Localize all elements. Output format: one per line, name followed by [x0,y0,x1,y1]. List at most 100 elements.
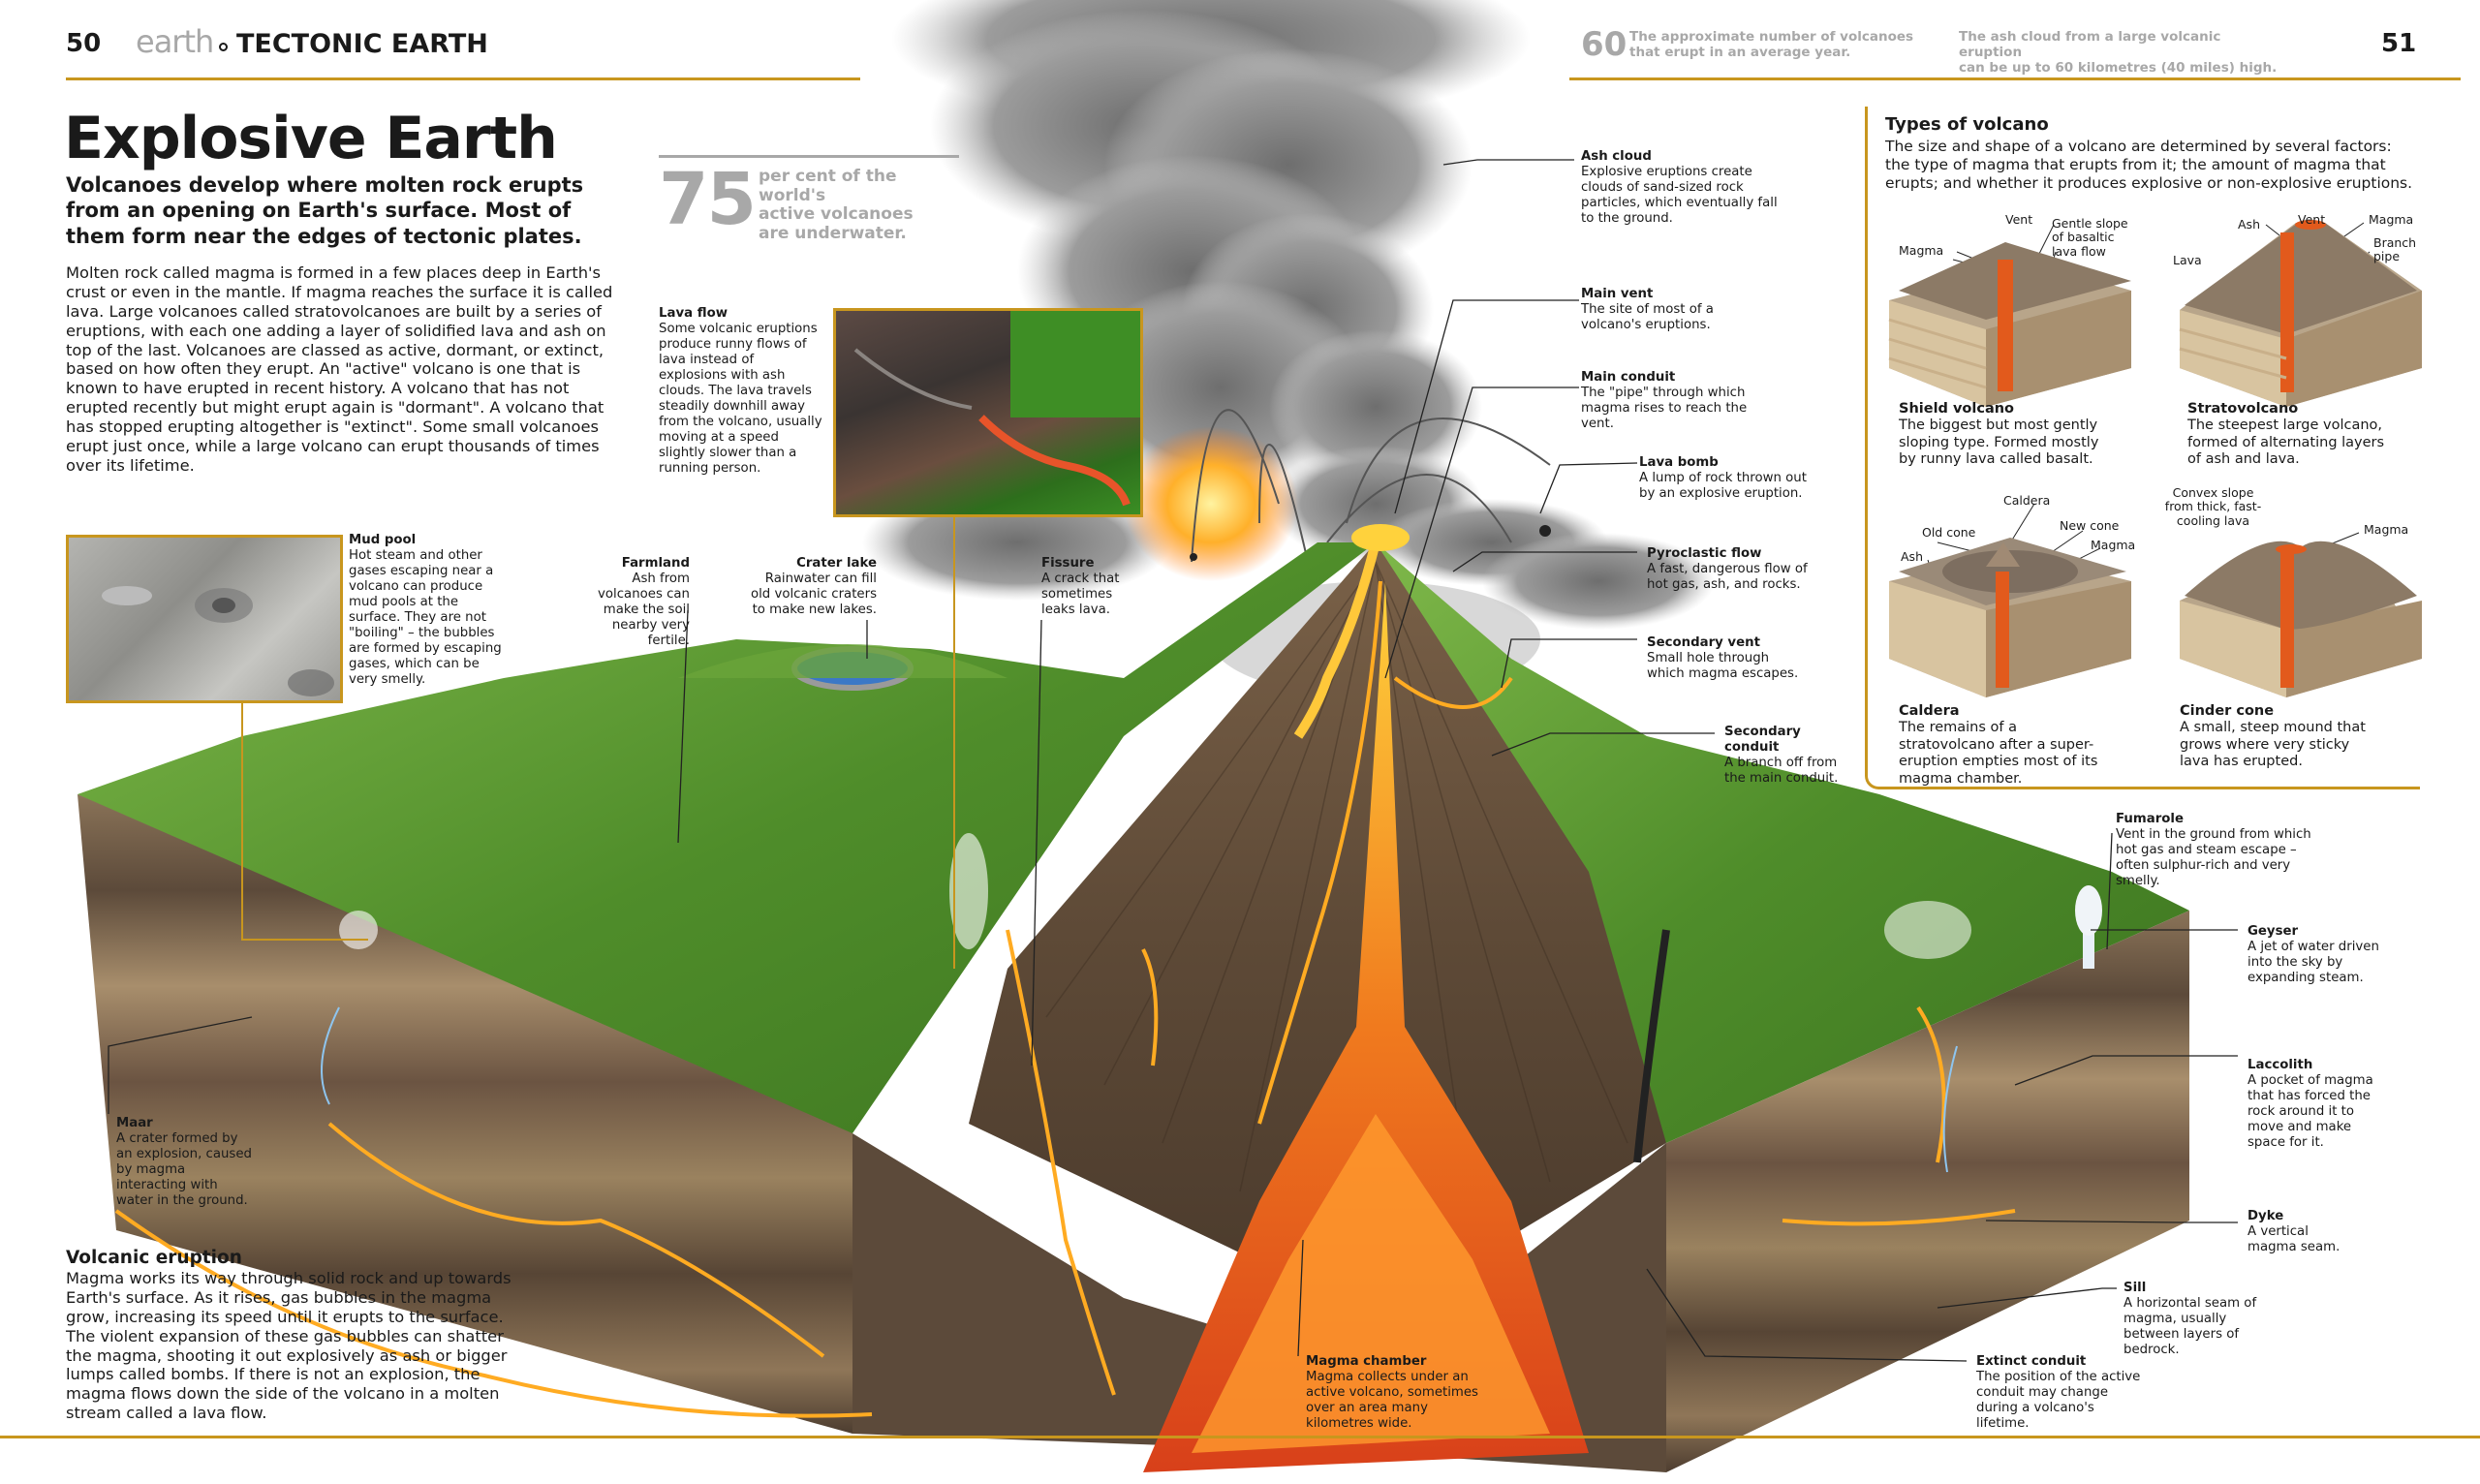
label-text: A jet of water driven into the sky by ex… [2248,939,2379,985]
header-rule-right [1569,77,2461,80]
label-title: Farmland [621,556,690,571]
type-name: Stratovolcano [2187,401,2299,417]
types-intro: The size and shape of a volcano are dete… [1885,138,2413,192]
strato-label-magma: Magma [2369,212,2414,227]
stat-text-line-3: are underwater. [759,223,907,243]
stratovolcano-diagram [2179,220,2422,407]
label-title: Geyser [2248,924,2299,939]
stat-text-line-1: per cent of the world's [759,167,897,205]
label-text: A crack that sometimes leaks lava. [1041,571,1120,617]
strato-label-lava: Lava [2173,253,2202,267]
label-fumarole: Fumarole Vent in the ground from which h… [2116,812,2329,889]
shield-volcano-desc: Shield volcano The biggest but most gent… [1899,401,2112,469]
label-geyser: Geyser A jet of water driven into the sk… [2248,924,2388,986]
section-title: TECTONIC EARTH [236,29,488,59]
fact-text-line-1: The approximate number of volcanoes [1629,29,1914,45]
label-text: A branch off from the main conduit. [1724,755,1839,786]
label-magma-chamber: Magma chamber Magma collects under an ac… [1306,1354,1480,1432]
types-of-volcano-panel [1865,107,2420,789]
fact-text-line-2: can be up to 60 kilometres (40 miles) hi… [1959,60,2278,77]
label-title: Laccolith [2248,1058,2313,1072]
magma-chamber-shape [1143,581,1589,1472]
label-title: Crater lake [796,556,877,571]
caldera-label-new-cone: New cone [2060,518,2120,533]
callout-leader-lines [108,159,2238,1362]
lava-veins [114,580,2016,1418]
photo-leader-lines [241,513,955,969]
eruption-paragraph: Magma works its way through solid rock a… [66,1269,512,1423]
type-text: The steepest large volcano, formed of al… [2187,417,2385,468]
mud-pool-photo [66,535,343,703]
mud-bubble-icon [102,586,334,696]
label-dyke: Dyke A vertical magma seam. [2248,1209,2354,1255]
label-lava-bomb: Lava bomb A lump of rock thrown out by a… [1639,455,1814,502]
type-name: Caldera [1899,703,1960,719]
type-name: Cinder cone [2180,703,2275,719]
label-title: Fumarole [2116,812,2184,826]
label-text: A horizontal seam of magma, usually betw… [2124,1295,2257,1357]
label-title: Sill [2124,1281,2147,1295]
label-text: Vent in the ground from which hot gas an… [2116,826,2311,888]
label-text: A lump of rock thrown out by an explosiv… [1639,470,1807,501]
label-title: Mud pool [349,533,417,547]
cinder-label-slope: Convex slope from thick, fast-cooling la… [2164,485,2262,528]
label-extinct-conduit: Extinct conduit The position of the acti… [1976,1354,2151,1432]
body-paragraph: Molten rock called magma is formed in a … [66,263,613,475]
label-text: Magma collects under an active volcano, … [1306,1369,1478,1431]
label-text: The site of most of a volcano's eruption… [1581,301,1714,332]
label-pyroclastic-flow: Pyroclastic flow A fast, dangerous flow … [1647,546,1812,593]
label-text: Explosive eruptions create clouds of san… [1581,164,1778,226]
label-text: Ash from volcanoes can make the soil nea… [598,571,690,648]
strato-label-ash: Ash [2238,217,2260,232]
label-title: Lava flow [659,306,728,321]
left-page-number: 50 [66,29,102,58]
label-laccolith: Laccolith A pocket of magma that has for… [2248,1058,2388,1151]
label-main-conduit: Main conduit The "pipe" through which ma… [1581,370,1775,432]
cinder-cone-diagram [2180,541,2422,697]
strato-label-vent: Vent [2298,212,2326,227]
shield-volcano-diagram [1888,242,2131,407]
caldera-diagram [1889,538,2131,697]
stat-underwater: 75 per cent of the world's active volcan… [659,155,959,242]
label-sill: Sill A horizontal seam of magma, usually… [2124,1281,2278,1358]
type-text: A small, steep mound that grows where ve… [2180,720,2366,770]
shield-label-slope: Gentle slope of basaltic lava flow [2052,216,2128,259]
label-secondary-vent: Secondary vent Small hole through which … [1647,635,1802,682]
label-title: Secondary vent [1647,635,1760,650]
label-text: A fast, dangerous flow of hot gas, ash, … [1647,561,1808,592]
eruption-heading: Volcanic eruption [66,1248,242,1268]
label-maar: Maar A crater formed by an explosion, ca… [116,1116,252,1209]
type-name: Shield volcano [1899,401,2015,417]
label-lava-flow: Lava flow Some volcanic eruptions produc… [659,306,823,476]
label-title: Lava bomb [1639,455,1719,470]
type-text: The remains of a stratovolcano after a s… [1899,720,2098,787]
caldera-label-caldera: Caldera [2003,493,2051,508]
label-text: The position of the active conduit may c… [1976,1369,2141,1431]
right-strata-block [1666,911,2189,1472]
bottom-rule [0,1436,2480,1438]
caldera-label-magma: Magma [2091,538,2136,552]
label-title: Main vent [1581,287,1654,301]
lava-bomb-arcs [1191,409,1551,563]
right-landscape-surface [1376,542,2189,1143]
fact-number: 60 [1581,25,1628,64]
shield-label-magma: Magma [1899,243,1944,258]
label-fissure: Fissure A crack that sometimes leaks lav… [1041,556,1138,618]
stat-text-line-2: active volcanoes [759,204,914,225]
label-text: Small hole through which magma escapes. [1647,650,1799,681]
label-text: A vertical magma seam. [2248,1223,2340,1254]
cinder-cone-desc: Cinder cone A small, steep mound that gr… [2180,703,2383,771]
left-landscape-surface [78,542,1376,1153]
label-text: A crater formed by an explosion, caused … [116,1130,252,1208]
label-farmland: Farmland Ash from volcanoes can make the… [572,556,690,649]
label-secondary-conduit: Secondary conduit A branch off from the … [1724,725,1841,787]
fact-text-line-1: The ash cloud from a large volcanic erup… [1959,29,2221,61]
section-dot [219,43,228,51]
label-main-vent: Main vent The site of most of a volcano'… [1581,287,1726,333]
label-title: Pyroclastic flow [1647,546,1762,561]
label-crater-lake: Crater lake Rainwater can fill old volca… [746,556,877,618]
caldera-label-ash: Ash [1901,549,1923,564]
caldera-label-old-cone: Old cone [1922,525,1976,540]
label-text: Rainwater can fill old volcanic craters … [750,571,877,617]
